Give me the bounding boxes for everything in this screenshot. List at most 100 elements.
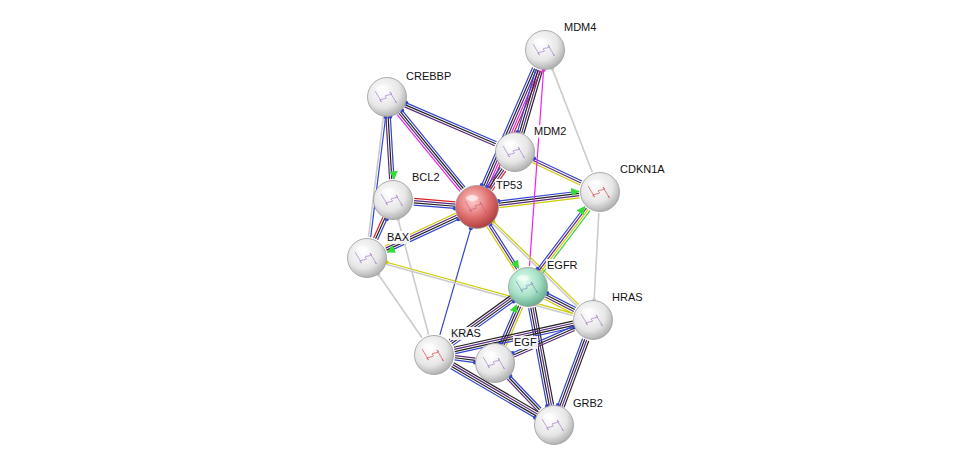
- sphere-highlight: [382, 188, 394, 194]
- evidence-line: [499, 196, 579, 206]
- interaction-edge-group: [532, 157, 582, 186]
- structure-thumbnail: [516, 281, 538, 293]
- protein-node: KRAS: [414, 335, 454, 375]
- evidence-line: [484, 68, 535, 186]
- protein-sphere: [573, 300, 613, 340]
- structure-thumbnail: [355, 252, 377, 264]
- sphere-highlight: [376, 85, 388, 91]
- interaction-line: [498, 191, 578, 201]
- interaction-edge-group: [507, 374, 541, 411]
- interaction-edge-group: [592, 213, 599, 302]
- interaction-edge-group: [385, 260, 573, 315]
- protein-node: EGFR: [508, 267, 548, 307]
- protein-label: BAX: [386, 231, 410, 244]
- interaction-edge-group: [404, 101, 496, 146]
- evidence-line: [405, 105, 495, 144]
- interaction-edge-group: [530, 68, 546, 266]
- protein-label: TP53: [495, 179, 523, 192]
- evidence-line: [531, 308, 549, 406]
- sphere-highlight: [582, 308, 594, 314]
- interaction-edge-group: [455, 356, 477, 365]
- interaction-line: [517, 69, 535, 132]
- interaction-line: [414, 205, 455, 208]
- evidence-line: [541, 209, 588, 271]
- protein-sphere: [455, 185, 499, 229]
- evidence-line: [387, 217, 458, 250]
- sphere-highlight: [356, 246, 368, 252]
- evidence-line: [533, 307, 551, 405]
- evidence-line: [405, 107, 495, 146]
- structure-thumbnail: [533, 44, 555, 56]
- interaction-edge-group: [535, 207, 589, 273]
- protein-sphere: [580, 172, 620, 212]
- evidence-line: [532, 163, 580, 186]
- interaction-edge-group: [544, 291, 575, 313]
- interaction-line: [594, 213, 599, 300]
- protein-node: MDM4: [525, 30, 565, 70]
- interaction-line: [530, 70, 544, 266]
- sphere-body: [581, 173, 620, 212]
- sphere-highlight: [534, 38, 546, 44]
- sphere-highlight: [517, 275, 529, 281]
- structure-thumbnail: [588, 186, 610, 198]
- evidence-line: [507, 379, 538, 411]
- interaction-line: [402, 110, 465, 187]
- evidence-line: [509, 377, 540, 409]
- protein-node: BAX: [347, 238, 387, 278]
- protein-label: KRAS: [450, 327, 482, 340]
- protein-sphere: [534, 405, 574, 445]
- sphere-highlight: [504, 140, 516, 146]
- evidence-line: [499, 193, 579, 203]
- interaction-line: [455, 360, 475, 363]
- protein-node: BCL2: [373, 180, 413, 220]
- evidence-line: [488, 70, 539, 188]
- protein-sphere: [475, 343, 515, 383]
- sphere-body: [509, 268, 548, 307]
- protein-sphere: [508, 267, 548, 307]
- evidence-line: [560, 339, 585, 406]
- evidence-line: [487, 227, 515, 271]
- interaction-edge-group: [397, 108, 465, 191]
- protein-sphere: [414, 335, 454, 375]
- protein-node: CDKN1A: [580, 172, 620, 212]
- structure-thumbnail: [483, 357, 505, 369]
- protein-node: CREBBP: [367, 77, 407, 117]
- interaction-edge-group: [510, 326, 574, 357]
- protein-sphere: [525, 30, 565, 70]
- evidence-line: [520, 70, 538, 133]
- evidence-line: [386, 215, 457, 248]
- protein-label: EGFR: [546, 259, 579, 272]
- evidence-line: [533, 161, 581, 184]
- interaction-line: [491, 224, 519, 268]
- protein-node: MDM2: [495, 132, 535, 172]
- sphere-highlight: [543, 413, 555, 419]
- evidence-line: [450, 298, 511, 342]
- protein-label: HRAS: [611, 291, 644, 304]
- interaction-edge-group: [529, 307, 554, 408]
- sphere-highlight: [423, 343, 435, 349]
- protein-node: GRB2: [534, 405, 574, 445]
- protein-sphere: [347, 238, 387, 278]
- interaction-edge-group: [386, 115, 394, 179]
- interaction-line: [534, 159, 582, 182]
- interaction-edge-group: [496, 191, 579, 207]
- interaction-edge-group: [414, 198, 457, 210]
- sphere-body: [574, 301, 613, 340]
- interaction-line: [558, 339, 583, 406]
- evidence-line: [449, 296, 510, 340]
- protein-label: CDKN1A: [619, 163, 666, 176]
- protein-label: CREBBP: [405, 70, 452, 83]
- evidence-line: [386, 264, 572, 315]
- interaction-line: [547, 293, 575, 307]
- protein-label: MDM4: [563, 21, 597, 34]
- interaction-line: [510, 376, 541, 408]
- evidence-line: [546, 295, 574, 309]
- evidence-line: [368, 117, 383, 237]
- structure-thumbnail: [375, 91, 397, 103]
- structure-thumbnail: [381, 194, 403, 206]
- evidence-line: [522, 70, 540, 133]
- sphere-body: [456, 186, 499, 229]
- structure-thumbnail: [422, 349, 444, 361]
- sphere-body: [374, 181, 413, 220]
- protein-node: EGF: [475, 343, 515, 383]
